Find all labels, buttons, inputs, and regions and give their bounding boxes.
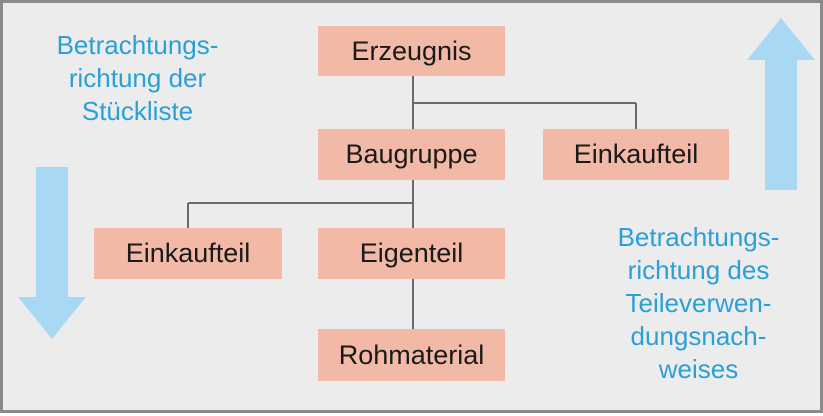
node-baugruppe: Baugruppe <box>318 129 505 180</box>
right-caption: Betrachtungs- richtung des Teileverwen- … <box>617 222 780 384</box>
left-caption: Betrachtungs- richtung der Stückliste <box>56 30 219 126</box>
node-einkaufteil-left: Einkaufteil <box>94 228 282 279</box>
down-arrow-icon <box>18 167 86 339</box>
connector-lines <box>187 76 637 329</box>
up-arrow-icon <box>747 18 815 190</box>
node-erzeugnis: Erzeugnis <box>318 26 505 76</box>
node-einkaufteil-top: Einkaufteil <box>543 129 729 180</box>
node-eigenteil: Eigenteil <box>318 228 505 279</box>
node-rohmaterial: Rohmaterial <box>318 329 505 381</box>
